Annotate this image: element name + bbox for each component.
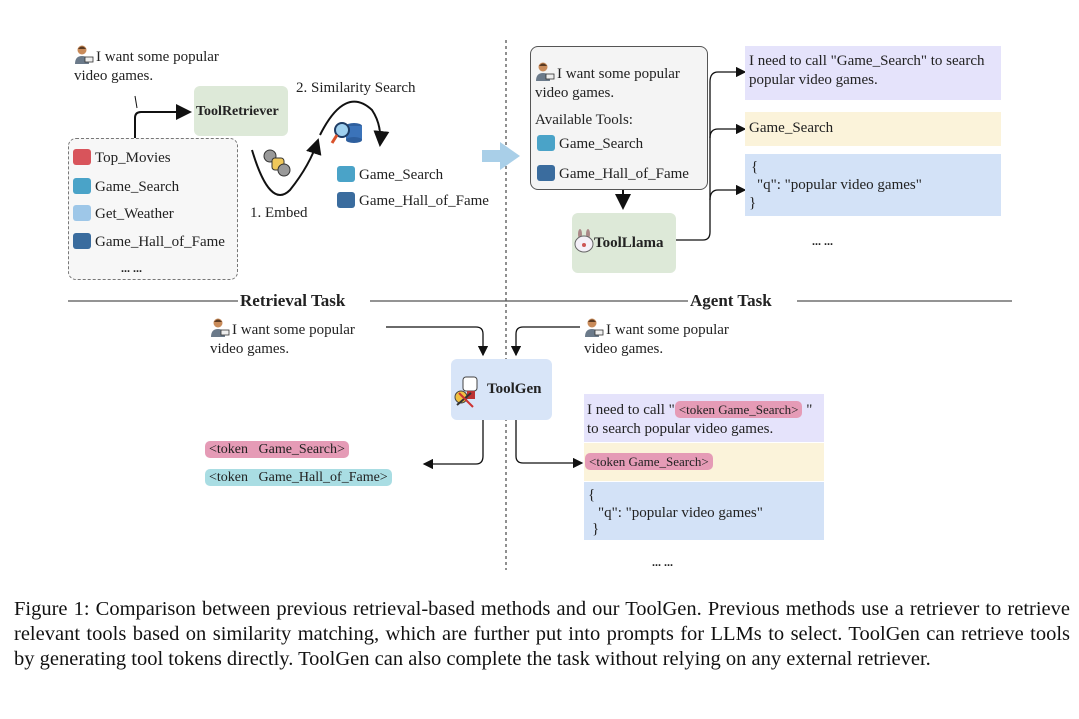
retrieval-output-arrow [422, 420, 484, 470]
tool-pool-item-0: Top_Movies [73, 149, 171, 168]
similarity-curve [319, 100, 390, 147]
toolllama-branch [676, 66, 747, 241]
user-icon [535, 61, 555, 81]
toolllama-label: ToolLlama [594, 235, 664, 251]
hall-of-fame-icon [537, 165, 555, 181]
retrieval-user-query: I want some popular video games. [74, 44, 219, 86]
agent-output-arrow [515, 420, 584, 469]
figure-caption: Figure 1: Comparison between previous re… [14, 598, 1070, 670]
arrow-to-retriever [134, 104, 192, 138]
retrieval-task-heading: Retrieval Task [240, 291, 346, 310]
user-icon [584, 317, 604, 337]
retrieved-token-0: <token Game_Search> [205, 440, 349, 459]
thought-token: <token Game_Search> [674, 401, 803, 418]
available-tools-label: Available Tools: [535, 112, 633, 128]
retrieval-query-arrow [386, 326, 489, 357]
tool-pool-item-3: Game_Hall_of_Fame [73, 233, 225, 252]
retrieval-task-query: I want some popular video games. [210, 317, 355, 359]
step-similarity-label: 2. Similarity Search [296, 80, 416, 96]
step-embed-label: 1. Embed [250, 205, 308, 221]
embed-gears-icon [262, 148, 292, 178]
llama-icon [574, 229, 594, 253]
toolllama-box: ToolLlama [572, 213, 676, 273]
available-tool-1: Game_Hall_of_Fame [537, 165, 689, 184]
toolgen-thought-panel: I need to call "<token Game_Search> " to… [584, 394, 824, 442]
user-icon [210, 317, 230, 337]
user-icon [74, 44, 94, 64]
embed-search-curve [251, 138, 322, 196]
transition-arrow [482, 142, 520, 170]
toolgen-box: ToolGen [451, 359, 552, 420]
agent-task-heading: Agent Task [690, 291, 772, 310]
toolgen-arguments-panel: { "q": "popular video games" } [584, 482, 824, 540]
agent-task-query: I want some popular video games. [584, 317, 729, 359]
agent-more-ellipsis: ... ... [812, 234, 833, 248]
retrieved-token-1: <token Game_Hall_of_Fame> [205, 468, 392, 487]
action-token: <token Game_Search> [585, 453, 713, 470]
tool-pool-more: ... ... [121, 261, 142, 275]
toolgen-action-panel: <token Game_Search> [584, 443, 824, 481]
movie-clapper-icon [73, 149, 91, 165]
thought-panel: I need to call "Game_Search" to search p… [745, 46, 1001, 100]
toolgen-more-ellipsis: ... ... [652, 555, 673, 569]
toolgen-label: ToolGen [487, 381, 542, 397]
prompt-box: I want some popular video games. Availab… [530, 46, 708, 190]
hall-of-fame-icon [73, 233, 91, 249]
search-database-icon [330, 118, 364, 148]
tool-pool-item-1: Game_Search [73, 178, 179, 197]
toolgen-llama-tools-icon [453, 373, 481, 409]
prompt-query: I want some popular video games. [535, 61, 680, 103]
game-controller-icon [73, 178, 91, 194]
tool-retriever-label: ToolRetriever [196, 104, 279, 119]
tool-retriever-box: ToolRetriever [194, 86, 288, 136]
weather-icon [73, 205, 91, 221]
agent-query-arrow [510, 326, 580, 357]
retrieved-tool-0: Game_Search [337, 166, 443, 185]
game-controller-icon [337, 166, 355, 182]
available-tool-0: Game_Search [537, 135, 643, 154]
tool-pool-item-2: Get_Weather [73, 205, 174, 224]
arguments-panel: { "q": "popular video games" } [745, 154, 1001, 216]
game-controller-icon [537, 135, 555, 151]
retrieved-tool-1: Game_Hall_of_Fame [337, 192, 489, 211]
hall-of-fame-icon [337, 192, 355, 208]
action-panel: Game_Search [745, 112, 1001, 146]
tool-pool-box: Top_Movies Game_Search Get_Weather Game_… [68, 138, 238, 280]
